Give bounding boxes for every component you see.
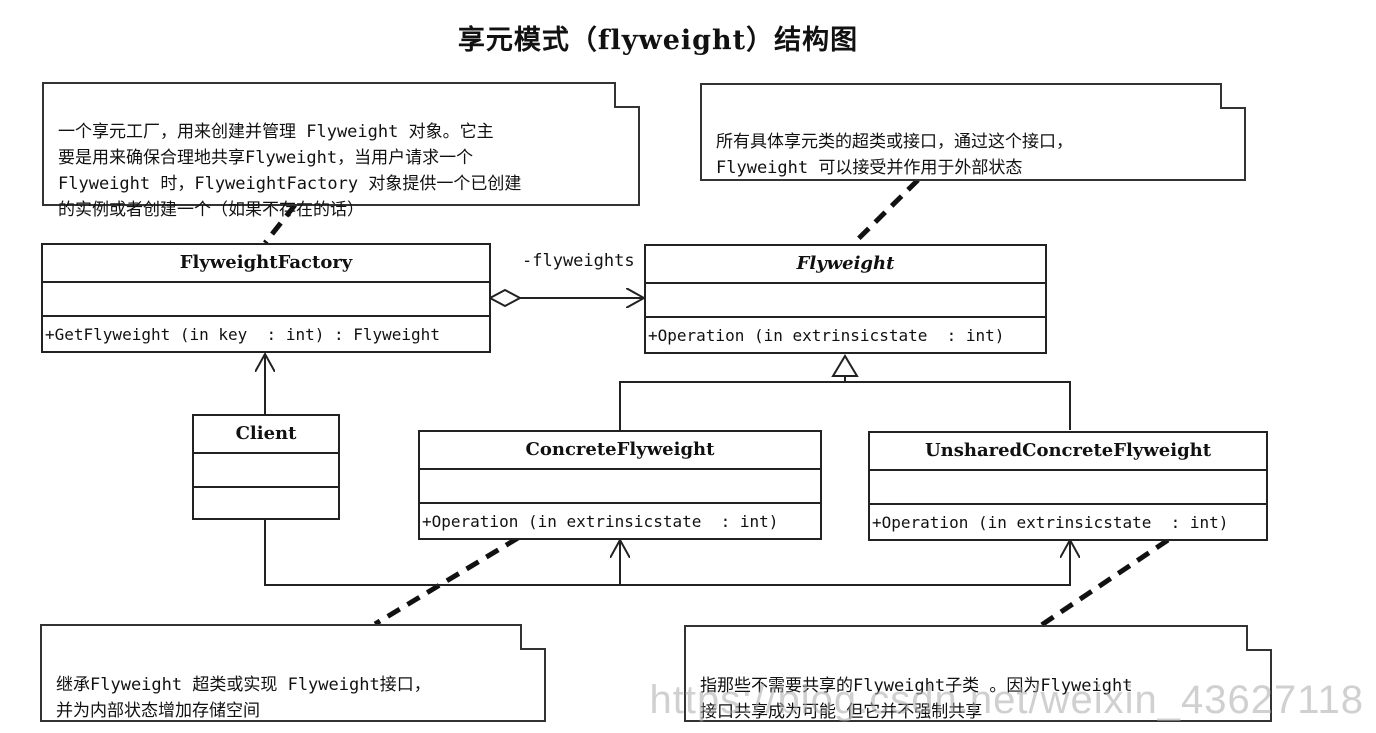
generalization-concrete [619, 381, 845, 430]
class-flyweight-factory: FlyweightFactory +GetFlyweight (in key :… [41, 243, 491, 353]
note-flyweight: 所有具体享元类的超类或接口，通过这个接口， Flyweight 可以接受并作用于… [700, 83, 1246, 181]
class-operations [194, 488, 338, 518]
watermark: https://blog.csdn.net/weixin_43627118 [649, 678, 1364, 722]
class-name: FlyweightFactory [43, 245, 489, 283]
class-attributes [870, 471, 1266, 505]
client-concrete-association [264, 520, 620, 586]
class-attributes [43, 283, 489, 317]
note-anchor-flyweight [851, 178, 920, 246]
class-unshared-concrete-flyweight: UnsharedConcreteFlyweight +Operation (in… [868, 431, 1268, 541]
class-name: ConcreteFlyweight [420, 432, 820, 470]
class-attributes [646, 284, 1045, 318]
note-fold-icon [520, 624, 546, 650]
note-concrete-flyweight: 继承Flyweight 超类或实现 Flyweight接口， 并为内部状态增加存… [40, 624, 546, 722]
note-flyweight-factory: 一个享元工厂，用来创建并管理 Flyweight 对象。它主 要是用来确保合理地… [42, 82, 640, 220]
note-factory-text: 一个享元工厂，用来创建并管理 Flyweight 对象。它主 要是用来确保合理地… [58, 122, 522, 220]
client-unshared-association [620, 540, 1070, 586]
class-name: Client [194, 416, 338, 454]
note-anchor-concrete [373, 535, 520, 627]
class-concrete-flyweight: ConcreteFlyweight +Operation (in extrins… [418, 430, 822, 540]
class-attributes [194, 454, 338, 488]
class-operation: +Operation (in extrinsicstate : int) [648, 325, 1005, 345]
class-operation: +GetFlyweight (in key : int) : Flyweight [45, 324, 440, 344]
note-flyweight-text: 所有具体享元类的超类或接口，通过这个接口， Flyweight 可以接受并作用于… [716, 132, 1073, 178]
note-anchor-factory [263, 203, 297, 245]
class-operation: +Operation (in extrinsicstate : int) [872, 512, 1229, 532]
diagram-title: 享元模式（flyweight）结构图 [457, 25, 859, 56]
class-name: UnsharedConcreteFlyweight [870, 433, 1266, 471]
note-fold-icon [1246, 625, 1272, 651]
note-unshared-text: 指那些不需要共享的Flyweight子类 。因为Flyweight 接口共享成为… [700, 676, 1133, 722]
class-operation: +Operation (in extrinsicstate : int) [422, 511, 779, 531]
aggregation-diamond [487, 288, 523, 308]
class-attributes [420, 470, 820, 504]
class-client: Client [192, 414, 340, 520]
note-concrete-text: 继承Flyweight 超类或实现 Flyweight接口， 并为内部状态增加存… [56, 675, 431, 721]
class-flyweight: Flyweight +Operation (in extrinsicstate … [644, 244, 1047, 354]
generalization-unshared [845, 381, 1071, 430]
note-fold-icon [1220, 83, 1246, 109]
note-fold-icon [614, 82, 640, 108]
note-unshared-concrete-flyweight: 指那些不需要共享的Flyweight子类 。因为Flyweight 接口共享成为… [684, 625, 1272, 722]
note-anchor-unshared [1038, 537, 1170, 629]
generalization-triangle [831, 354, 859, 377]
association-label: -flyweights [522, 251, 635, 271]
class-name: Flyweight [646, 246, 1045, 284]
